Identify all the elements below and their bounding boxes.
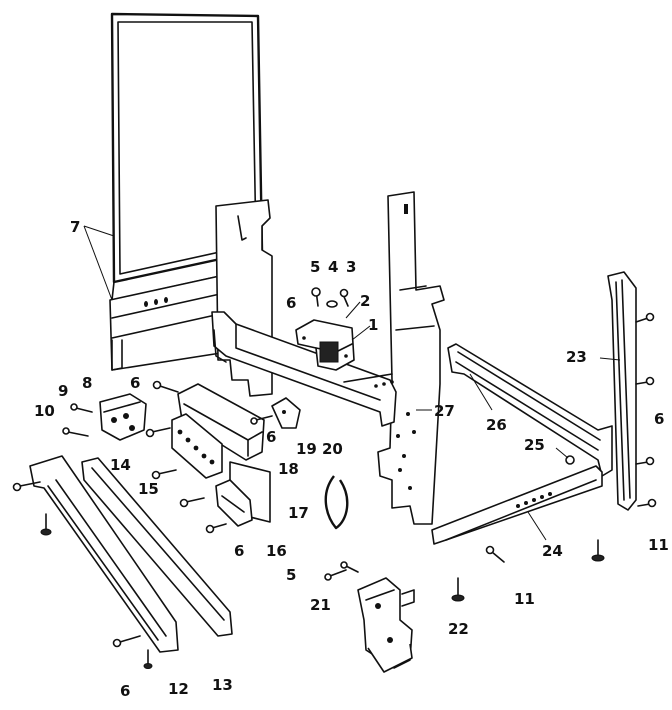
callout-12: 12 — [168, 680, 189, 698]
callout-13: 13 — [212, 676, 233, 694]
callout-25: 25 — [524, 436, 545, 454]
callout-6e: 6 — [654, 410, 664, 428]
callout-10: 10 — [34, 402, 55, 420]
callout-21: 21 — [310, 596, 331, 614]
callout-6f: 6 — [120, 682, 130, 700]
part-19-bracket — [271, 397, 301, 429]
callout-19: 19 — [296, 440, 317, 458]
callout-7: 7 — [70, 218, 80, 236]
callout-27: 27 — [434, 402, 455, 420]
fasteners-top — [311, 287, 349, 308]
callout-20: 20 — [322, 440, 343, 458]
part-16-clamp — [215, 479, 253, 527]
part-13-lower-rail — [81, 457, 233, 637]
callout-22: 22 — [448, 620, 469, 638]
part-14-terminal-strip — [171, 413, 223, 479]
part-27-main-frame — [211, 191, 445, 525]
callout-6b: 6 — [130, 374, 140, 392]
callout-15: 15 — [138, 480, 159, 498]
part-24-lower-rail — [431, 465, 603, 545]
callout-3: 3 — [346, 258, 356, 276]
callout-4: 4 — [328, 258, 338, 276]
callout-9: 9 — [58, 382, 68, 400]
part-12-lower-rail — [29, 455, 179, 653]
callout-16: 16 — [266, 542, 287, 560]
callout-14: 14 — [110, 456, 131, 474]
callout-5a: 5 — [310, 258, 320, 276]
part-8-switch-block — [62, 393, 147, 441]
part-26-side-rail — [447, 343, 613, 477]
callout-5b: 5 — [286, 566, 296, 584]
callout-8: 8 — [82, 374, 92, 392]
fasteners-misc — [12, 312, 657, 669]
callout-18: 18 — [278, 460, 299, 478]
callout-17: 17 — [288, 504, 309, 522]
callout-6c: 6 — [266, 428, 276, 446]
part-21-switch-assembly — [357, 577, 415, 673]
callout-6d: 6 — [234, 542, 244, 560]
part-1-2-bracket — [295, 319, 355, 371]
part-23-vertical-rail — [607, 271, 637, 511]
callout-6a: 6 — [286, 294, 296, 312]
callout-labels: 1 2 3 4 5 6 7 8 9 10 6 14 15 6 18 19 20 … — [34, 218, 669, 700]
part-20-wire — [324, 475, 349, 530]
callout-2: 2 — [360, 292, 370, 310]
callout-11b: 11 — [514, 590, 535, 608]
leader-lines — [83, 225, 621, 541]
callout-11a: 11 — [648, 536, 669, 554]
callout-26: 26 — [486, 416, 507, 434]
callout-23: 23 — [566, 348, 587, 366]
callout-1: 1 — [368, 316, 378, 334]
callout-24: 24 — [542, 542, 563, 560]
